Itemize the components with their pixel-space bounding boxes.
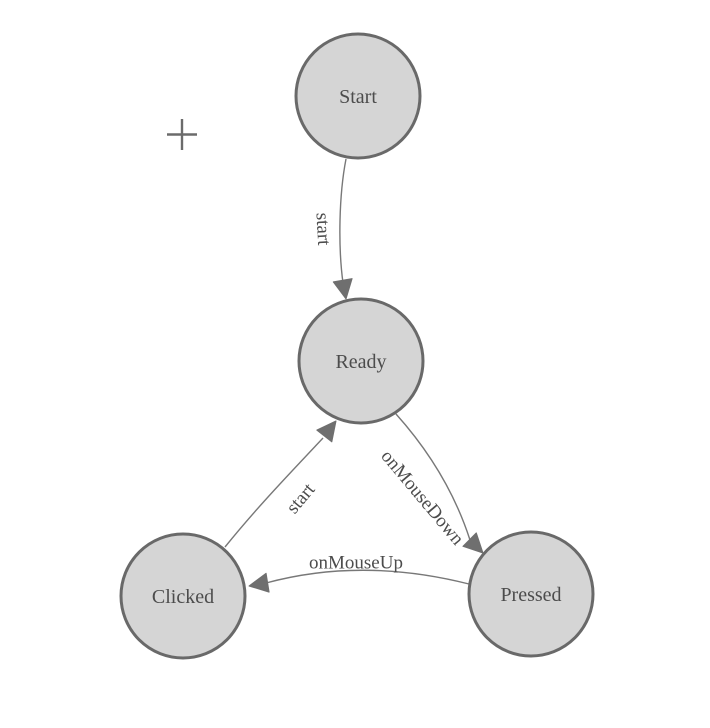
arrowhead-icon — [332, 278, 353, 300]
arrowhead-icon — [462, 532, 484, 554]
edge-ready-to-pressed[interactable]: onMouseDown — [376, 413, 484, 554]
edge-label-onmousedown: onMouseDown — [376, 446, 468, 550]
edge-label-start-2: start — [282, 479, 320, 518]
node-circle — [119, 532, 247, 660]
arrowhead-icon — [316, 420, 337, 443]
edge-start-to-ready[interactable]: start — [312, 158, 353, 300]
node-circle — [294, 32, 422, 160]
edge-line — [339, 158, 347, 284]
node-circle — [467, 530, 595, 658]
arrowhead-icon — [248, 572, 270, 593]
state-node-clicked[interactable]: Clicked — [119, 532, 247, 660]
state-node-ready[interactable]: Ready — [297, 297, 425, 425]
edge-line — [395, 413, 471, 541]
crosshair-cursor-icon — [167, 119, 197, 150]
edge-pressed-to-clicked[interactable]: onMouseUp — [248, 553, 470, 593]
node-label: Clicked — [152, 586, 214, 608]
state-node-start[interactable]: Start — [294, 32, 422, 160]
edge-label-start: start — [312, 212, 335, 246]
state-node-pressed[interactable]: Pressed — [467, 530, 595, 658]
node-label: Ready — [335, 351, 386, 373]
edge-line — [224, 437, 324, 548]
node-circle — [297, 297, 425, 425]
edge-line — [265, 569, 470, 585]
edge-label-onmouseup: onMouseUp — [309, 553, 403, 574]
node-label: Start — [339, 86, 377, 108]
node-label: Pressed — [500, 584, 561, 606]
edge-clicked-to-ready[interactable]: start — [224, 420, 337, 548]
